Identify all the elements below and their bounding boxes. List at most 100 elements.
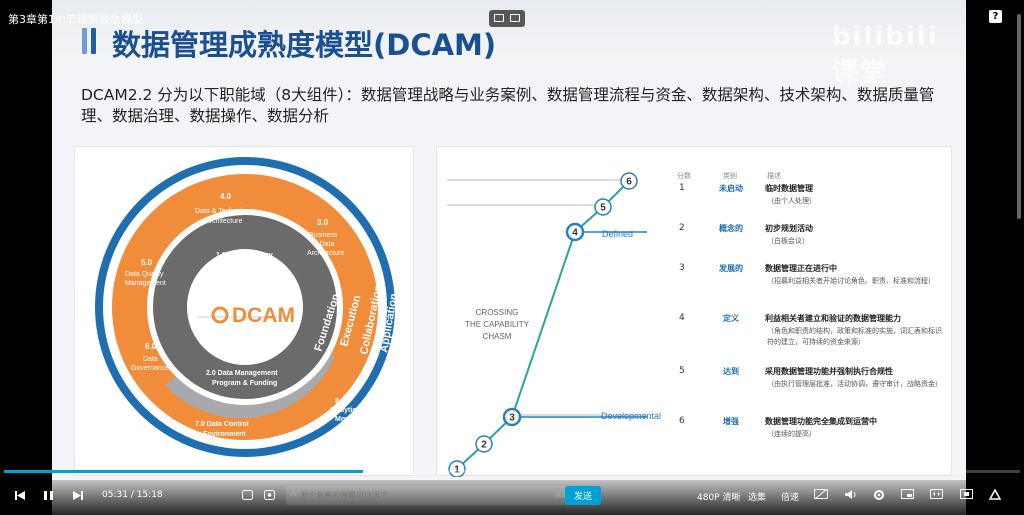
quality-selector[interactable]: 480P 清晰 xyxy=(697,493,741,503)
header-category: 类别 xyxy=(723,172,737,180)
level-marker-6 xyxy=(620,172,638,190)
header-score: 分数 xyxy=(677,172,691,180)
chasm-line1: CROSSING xyxy=(476,308,519,317)
chasm-line3: CHASM xyxy=(483,332,512,341)
slide: 数据管理成熟度模型(DCAM) bilibili课堂 DCAM2.2 分为以下职… xyxy=(52,0,966,515)
time-display: 05:31 / 15:18 xyxy=(102,490,163,500)
screen-icon[interactable] xyxy=(510,14,520,22)
level-label-3: 3 xyxy=(509,413,515,424)
pip-icon[interactable] xyxy=(494,14,504,22)
row-category: 增强 xyxy=(723,417,739,426)
row-score: 3 xyxy=(679,263,685,273)
seg-4-num: 4.0 xyxy=(220,192,232,201)
video-title: 第3章第1小节理解概念模型 xyxy=(8,13,143,26)
next-icon[interactable] xyxy=(72,490,83,501)
title-accent-bars xyxy=(82,28,100,58)
time-current: 05:31 xyxy=(102,490,128,500)
dcam-wheel: DCAM 4.0 Data & Technology Architecture … xyxy=(95,157,400,457)
seg-6-num: 6.0 xyxy=(145,342,157,351)
seg-4-line2: Architecture xyxy=(205,218,242,225)
seg-3-num: 3.0 xyxy=(317,218,329,227)
level-label-1: 1 xyxy=(454,465,460,476)
dcam-diagram-panel: DCAM 4.0 Data & Technology Architecture … xyxy=(74,146,414,476)
prev-icon[interactable] xyxy=(15,490,26,501)
row-score: 5 xyxy=(679,366,685,376)
volume-icon[interactable] xyxy=(844,489,857,500)
widescreen-icon[interactable] xyxy=(930,489,943,500)
dcam-logo-text: DCAM xyxy=(232,304,295,327)
gray-arc xyxy=(165,345,335,419)
row-score: 2 xyxy=(679,223,685,233)
seg-3-line2: & Data xyxy=(313,241,335,248)
row-note: （由执行管理层批准，活动协调，遵守审计，战略资金） xyxy=(767,380,942,388)
row-category: 达到 xyxy=(723,367,739,376)
seg-5-line1: Data Quality xyxy=(125,271,164,278)
send-button[interactable]: 发送 xyxy=(565,486,601,505)
fullscreen-icon[interactable] xyxy=(989,489,1001,501)
select-episode[interactable]: 选集 xyxy=(748,493,767,503)
mini-toolbar[interactable] xyxy=(489,10,525,27)
settings-icon[interactable] xyxy=(873,489,885,501)
web-fullscreen-icon[interactable] xyxy=(960,489,973,500)
row-note: （角色和职责的结构，政策和标准的实施，词汇表和标识符的建立，可持续的资金来源） xyxy=(767,327,942,346)
maturity-panel: 1 2 3 4 5 6 CROSSING THE CAPABILITY CHASM Def… xyxy=(436,146,952,478)
progress-bar[interactable] xyxy=(4,470,1020,473)
dcam-logo-icon xyxy=(211,306,229,324)
seg-3-line3: Architecture xyxy=(307,250,344,257)
defined-label: Defined xyxy=(602,229,633,239)
pause-icon[interactable] xyxy=(43,490,54,501)
maturity-curve: 1 2 3 4 5 6 CROSSING THE CAPABILITY CHASM Def… xyxy=(447,172,661,478)
developmental-label: Developmental xyxy=(601,411,661,421)
row-category: 概念的 xyxy=(719,224,743,233)
level-label-4: 4 xyxy=(572,228,578,239)
row-score: 4 xyxy=(679,313,685,323)
danmaku-settings-icon[interactable] xyxy=(264,490,276,501)
row-description: 采用数据管理功能并强制执行合规性 xyxy=(765,367,893,376)
row-score: 1 xyxy=(679,183,685,193)
seg-1-line2: & Business Case xyxy=(225,262,282,269)
seg-7-line2: Environment xyxy=(203,431,246,438)
level-marker-4 xyxy=(565,222,585,242)
slide-intro: DCAM2.2 分为以下职能域（8大组件）：数据管理战略与业务案例、数据管理流程… xyxy=(81,86,935,125)
level-marker-2 xyxy=(475,435,493,453)
row-description: 临时数据管理 xyxy=(765,184,813,193)
pip-mode-icon[interactable] xyxy=(901,489,914,500)
row-category: 未启动 xyxy=(719,184,743,193)
seg-8-num: 8.0 xyxy=(335,398,345,405)
font-icon[interactable]: A xyxy=(290,489,297,499)
row-category: 发展的 xyxy=(719,264,743,273)
seg-6-line1: Data xyxy=(143,356,158,363)
seg-1-line1: 1.0 Data Strategy xyxy=(216,252,273,259)
seg-7-line1: 7.0 Data Control xyxy=(195,421,249,428)
watermark: bilibili课堂 xyxy=(832,22,939,88)
danmaku-input[interactable] xyxy=(300,489,540,502)
speed-selector[interactable]: 倍速 xyxy=(781,493,800,503)
chasm-line2: THE CAPABILITY xyxy=(465,320,530,329)
row-category: 定义 xyxy=(723,314,739,323)
help-icon[interactable]: ? xyxy=(989,10,1002,23)
progress-fill xyxy=(4,470,364,473)
seg-3-line1: Business xyxy=(309,232,338,239)
danmaku-toggle-icon[interactable] xyxy=(242,490,254,501)
row-note: （招募利益相关者开始讨论角色、职责、标准和流程） xyxy=(767,277,935,285)
row-description: 初步规划活动 xyxy=(765,224,813,233)
seg-8-line1: Analytics xyxy=(329,407,360,414)
scrollbar-thumb[interactable] xyxy=(1017,14,1021,219)
level-label-5: 5 xyxy=(600,203,606,214)
level-marker-3 xyxy=(502,407,522,427)
row-description: 数据管理功能完全集成到运营中 xyxy=(765,417,877,426)
seg-2-line1: 2.0 Data Management xyxy=(206,370,278,377)
row-note: （由个人处理） xyxy=(767,197,816,205)
seg-4-line1: Data & Technology xyxy=(195,208,254,215)
seg-5-line2: Management xyxy=(125,280,166,287)
row-score: 6 xyxy=(679,416,685,426)
seg-2-line2: Program & Funding xyxy=(212,380,277,387)
level-label-2: 2 xyxy=(481,440,487,451)
time-total: 15:18 xyxy=(136,490,163,500)
level-label-6: 6 xyxy=(626,177,632,188)
seg-8-line2: Mgmt. xyxy=(335,416,356,423)
subtitle-off-icon[interactable] xyxy=(814,489,828,500)
seg-6-line2: Governance xyxy=(131,365,169,372)
row-note: （白板会议） xyxy=(767,237,809,245)
